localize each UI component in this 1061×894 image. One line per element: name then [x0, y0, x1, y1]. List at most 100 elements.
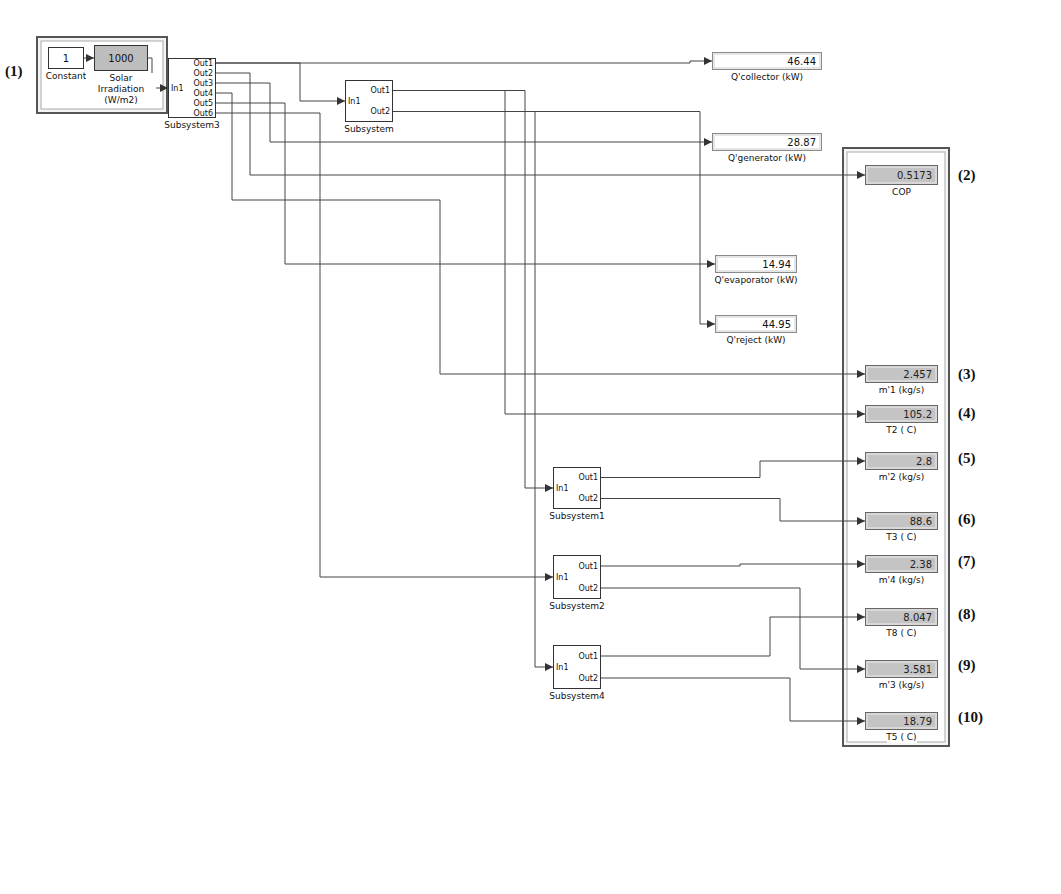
callout-number: (3): [958, 365, 976, 383]
block-label: Subsystem2: [549, 601, 604, 612]
display-block: 8.047T8 ( C): [865, 608, 938, 626]
signal-line: [393, 91, 865, 415]
block-label: m'3 (kg/s): [879, 680, 925, 691]
display-value: 105.2: [903, 409, 932, 421]
display-value: 46.44: [787, 56, 816, 68]
display-block: 2.38m'4 (kg/s): [865, 555, 938, 573]
display-block: 14.94Q'evaporator (kW): [715, 255, 797, 273]
block-label: Subsystem: [344, 124, 394, 135]
signal-line: [84, 58, 94, 59]
block-label: Q'collector (kW): [731, 72, 803, 83]
display-value: 1000: [95, 53, 147, 65]
block-label: Q'generator (kW): [728, 153, 806, 164]
port-label: Out2: [370, 107, 390, 116]
port-label: Out1: [193, 59, 213, 68]
display-block: 0.5173COP: [865, 165, 938, 185]
signal-line: [601, 678, 865, 721]
connector-group: [84, 58, 865, 721]
callout-number: (4): [958, 404, 976, 422]
block-label: Solar Irradiation (W/m2): [86, 73, 156, 106]
display-block: 18.79T5 ( C): [865, 712, 938, 730]
display-value: 2.38: [910, 559, 932, 571]
callout-number: (8): [958, 605, 976, 623]
constant-block: 1Constant: [48, 47, 84, 69]
signal-line: [393, 112, 553, 668]
subsystem-block: In1Out1Out2Subsystem1: [553, 467, 601, 509]
block-label: m'1 (kg/s): [879, 385, 925, 396]
block-label: m'4 (kg/s): [879, 575, 925, 586]
display-block: 44.95Q'reject (kW): [715, 315, 797, 333]
port-label: In1: [348, 97, 361, 106]
block-label: Subsystem4: [549, 691, 604, 702]
port-label: In1: [556, 663, 569, 672]
signal-line: [216, 63, 345, 101]
display-value: 44.95: [762, 319, 791, 331]
display-block: 88.6T3 ( C): [865, 512, 938, 530]
callout-number: (6): [958, 510, 976, 528]
port-label: Out3: [193, 79, 213, 88]
display-value: 88.6: [910, 516, 932, 528]
block-label: Subsystem3: [164, 120, 219, 131]
display-value: 8.047: [903, 612, 932, 624]
subsystem-block: In1Out1Out2Subsystem: [345, 80, 393, 122]
display-block: 46.44Q'collector (kW): [712, 52, 822, 70]
port-label: Out2: [578, 674, 598, 683]
block-label: Q'evaporator (kW): [714, 275, 797, 286]
callout-number: (9): [958, 656, 976, 674]
display-panel-frame: [843, 148, 949, 746]
port-label: Out1: [578, 562, 598, 571]
display-block: 2.457m'1 (kg/s): [865, 365, 938, 383]
callout-number: (7): [958, 552, 976, 570]
port-label: Out5: [193, 99, 213, 108]
block-label: m'2 (kg/s): [879, 472, 925, 483]
signal-line: [216, 103, 715, 264]
signal-line: [393, 112, 715, 325]
port-label: Out1: [578, 473, 598, 482]
signal-line: [393, 91, 553, 489]
port-label: In1: [556, 573, 569, 582]
subsystem-block: In1Out1Out2Out3Out4Out5Out6Subsystem3: [168, 58, 216, 118]
display-block: 2.8m'2 (kg/s): [865, 452, 938, 470]
display-value: 0.5173: [897, 170, 932, 182]
signal-line: [601, 564, 865, 566]
signal-line: [601, 499, 865, 522]
display-value: 2.8: [916, 456, 932, 468]
signal-line: [601, 617, 865, 656]
display-value: 28.87: [787, 137, 816, 149]
block-label: T3 ( C): [886, 532, 916, 543]
callout-number: (1): [5, 62, 23, 80]
source-frame: [37, 37, 167, 113]
display-value: 18.79: [903, 716, 932, 728]
display-value: 3.581: [903, 664, 932, 676]
block-label: Subsystem1: [549, 511, 604, 522]
signal-line: [216, 73, 865, 175]
block-label: T2 ( C): [886, 425, 916, 436]
display-block: 105.2T2 ( C): [865, 405, 938, 423]
display-block: 28.87Q'generator (kW): [712, 133, 822, 151]
subsystem-block: In1Out1Out2Subsystem2: [553, 555, 601, 599]
port-label: Out4: [193, 89, 213, 98]
signal-line: [601, 588, 865, 669]
display-value: 1: [49, 53, 83, 65]
display-value: 2.457: [903, 369, 932, 381]
port-label: Out1: [370, 86, 390, 95]
signal-line: [216, 93, 865, 374]
port-label: Out6: [193, 109, 213, 118]
signal-line: [216, 113, 553, 577]
block-label: Q'reject (kW): [726, 335, 785, 346]
port-label: Out1: [578, 652, 598, 661]
callout-number: (2): [958, 166, 976, 184]
display-value: 14.94: [762, 259, 791, 271]
port-label: In1: [556, 484, 569, 493]
callout-number: (10): [958, 708, 983, 726]
block-label: T5 ( C): [886, 732, 916, 743]
gain-block: 1000Solar Irradiation (W/m2): [94, 45, 148, 71]
port-label: Out2: [578, 584, 598, 593]
port-label: Out2: [193, 69, 213, 78]
port-label: In1: [171, 84, 184, 93]
block-label: T8 ( C): [886, 628, 916, 639]
signal-line: [601, 461, 865, 478]
subsystem-block: In1Out1Out2Subsystem4: [553, 645, 601, 689]
block-label: COP: [892, 187, 911, 198]
